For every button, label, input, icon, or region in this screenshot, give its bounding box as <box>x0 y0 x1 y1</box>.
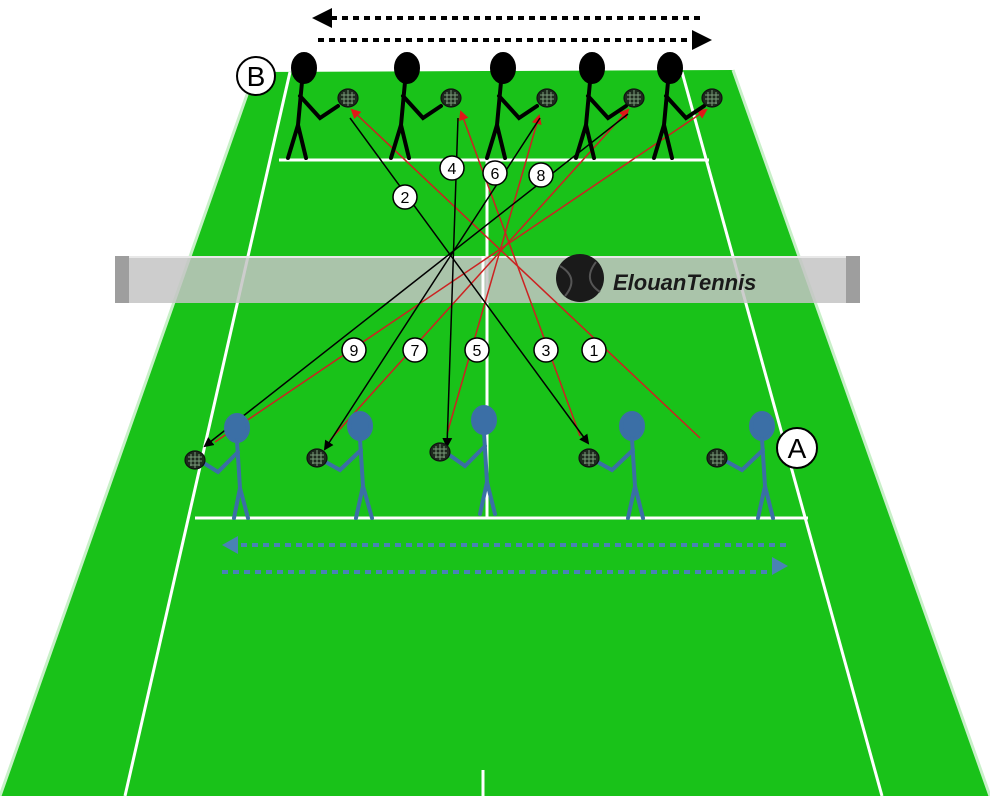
top-players <box>286 52 706 160</box>
arrowhead-right-bottom <box>772 557 788 575</box>
shot-7 <box>329 108 630 441</box>
badge-3: 3 <box>533 337 559 363</box>
top-player-4 <box>574 52 628 160</box>
shot-3 <box>459 110 581 437</box>
bottom-players <box>200 405 775 520</box>
top-player-3 <box>485 52 539 160</box>
brand-logo: ElouanTennis <box>556 254 756 302</box>
court-surface <box>0 70 990 796</box>
shot-badges: 1 2 3 4 5 6 7 8 9 <box>341 155 607 363</box>
badge-5: 5 <box>464 337 490 363</box>
svg-text:4: 4 <box>448 161 457 178</box>
movement-arrows-bottom <box>222 543 786 574</box>
arrowhead-left <box>312 8 332 28</box>
svg-text:8: 8 <box>537 168 546 185</box>
svg-text:7: 7 <box>411 343 420 360</box>
top-player-5 <box>652 52 706 160</box>
shot-1 <box>350 108 701 439</box>
shot-9 <box>214 108 708 443</box>
arrowhead-left-bottom <box>222 536 238 554</box>
shot-8 <box>203 113 629 448</box>
label-b: B <box>236 56 276 96</box>
badge-2: 2 <box>392 184 418 210</box>
top-player-1 <box>286 52 340 160</box>
svg-text:1: 1 <box>590 343 599 360</box>
svg-text:3: 3 <box>542 343 551 360</box>
brand-name: ElouanTennis <box>613 270 756 295</box>
svg-text:2: 2 <box>401 190 410 207</box>
shot-5 <box>446 114 542 435</box>
tennis-ball-icon <box>556 254 604 302</box>
svg-text:A: A <box>788 433 807 464</box>
bottom-player-4 <box>592 411 645 520</box>
badge-6: 6 <box>482 160 508 186</box>
red-shots <box>214 108 708 443</box>
court-edge-left <box>0 71 257 796</box>
badge-1: 1 <box>581 337 607 363</box>
badge-4: 4 <box>439 155 465 181</box>
movement-arrows-top <box>318 16 700 42</box>
svg-text:B: B <box>247 61 266 92</box>
top-player-2 <box>389 52 443 160</box>
svg-text:6: 6 <box>491 166 500 183</box>
sideline-left <box>123 71 292 796</box>
bottom-player-5 <box>722 411 775 520</box>
badge-9: 9 <box>341 337 367 363</box>
shot-2 <box>349 117 590 445</box>
arrowhead-right <box>692 30 712 50</box>
bottom-player-1 <box>200 413 250 520</box>
svg-text:9: 9 <box>350 343 359 360</box>
bottom-player-2 <box>320 411 374 520</box>
badge-8: 8 <box>528 162 554 188</box>
court-edge-right <box>731 69 990 796</box>
bottom-player-3 <box>446 405 497 516</box>
label-a: A <box>776 427 818 469</box>
svg-text:5: 5 <box>473 343 482 360</box>
badge-7: 7 <box>402 337 428 363</box>
